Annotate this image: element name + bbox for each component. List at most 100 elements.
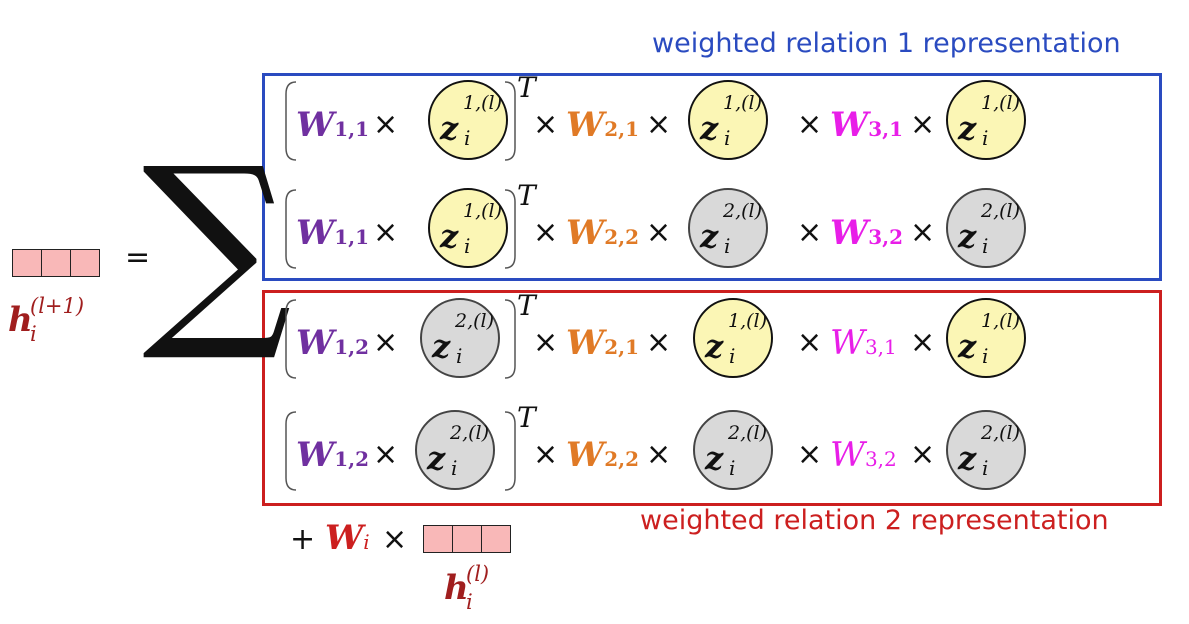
- w-i-term: Wi: [325, 518, 370, 558]
- times-sign: ×: [533, 325, 559, 360]
- w3-term: W3,1: [830, 108, 903, 142]
- times-sign: ×: [797, 437, 823, 472]
- h-subscript: i: [466, 590, 473, 614]
- w1-term-letter: W: [296, 105, 335, 145]
- z-circle-2-superscript: 1,(l): [728, 310, 768, 332]
- times-sign: ×: [373, 325, 399, 360]
- w2-term: W2,1: [566, 108, 639, 142]
- relation-1-caption: weighted relation 1 representation: [652, 28, 1121, 59]
- z-circle-2-superscript: 2,(l): [723, 200, 763, 222]
- w3-term-subscript: 3,1: [868, 117, 903, 141]
- w1-term-subscript: 1,2: [334, 447, 369, 471]
- z-circle-1-z: z: [427, 439, 446, 477]
- h-subscript: i: [30, 322, 37, 346]
- times-sign: ×: [373, 437, 399, 472]
- relation-1-box: [262, 73, 1162, 281]
- times-sign: ×: [910, 107, 936, 142]
- w3-term-letter: W: [830, 323, 865, 363]
- vector-cell: [453, 526, 482, 552]
- transpose-mark: T: [517, 179, 536, 212]
- z-circle-2-z: z: [700, 217, 719, 255]
- z-circle-3-superscript: 1,(l): [981, 92, 1021, 114]
- z-circle-2-subscript: i: [729, 456, 736, 480]
- w1-term: W1,2: [296, 326, 369, 360]
- w1-term-subscript: 1,2: [334, 335, 369, 359]
- w2-term-letter: W: [566, 105, 605, 145]
- z-circle-3-z: z: [958, 439, 977, 477]
- w1-term-letter: W: [296, 323, 335, 363]
- w1-term: W1,1: [296, 216, 369, 250]
- w1-term-subscript: 1,1: [334, 117, 369, 141]
- z-circle-2-subscript: i: [724, 234, 731, 258]
- z-circle-3-z: z: [958, 217, 977, 255]
- z-circle-2-superscript: 1,(l): [723, 92, 763, 114]
- times-sign: ×: [797, 325, 823, 360]
- times-sign: ×: [910, 437, 936, 472]
- vector-cell: [71, 250, 99, 276]
- z-circle-3-z: z: [958, 109, 977, 147]
- z-circle-1-superscript: 1,(l): [463, 200, 503, 222]
- sigma-symbol: ∑: [142, 122, 292, 367]
- relation-2-caption: weighted relation 2 representation: [640, 505, 1109, 536]
- z-circle-3-superscript: 2,(l): [981, 422, 1021, 444]
- z-circle-2-z: z: [705, 327, 724, 365]
- times-sign: ×: [533, 437, 559, 472]
- times-sign: ×: [646, 325, 672, 360]
- z-circle-3-subscript: i: [982, 344, 989, 368]
- z-circle-3-superscript: 2,(l): [981, 200, 1021, 222]
- w2-term-subscript: 2,1: [604, 117, 639, 141]
- w2-term-subscript: 2,2: [604, 225, 639, 249]
- relation-2-box: [262, 290, 1162, 506]
- times-sign: ×: [373, 215, 399, 250]
- w1-term: W1,1: [296, 108, 369, 142]
- times-sign: ×: [646, 215, 672, 250]
- z-circle-1-superscript: 2,(l): [450, 422, 490, 444]
- w2-term-subscript: 2,1: [604, 335, 639, 359]
- vector-cell: [13, 250, 42, 276]
- z-circle-1-subscript: i: [464, 234, 471, 258]
- z-circle-1-subscript: i: [451, 456, 458, 480]
- vector-cell: [42, 250, 71, 276]
- w2-term: W2,2: [566, 438, 639, 472]
- times-sign: ×: [646, 437, 672, 472]
- w1-term-letter: W: [296, 435, 335, 475]
- h-symbol: h: [8, 300, 33, 340]
- transpose-mark: T: [517, 401, 536, 434]
- z-circle-1-z: z: [440, 217, 459, 255]
- w2-term-letter: W: [566, 435, 605, 475]
- z-circle-2-z: z: [705, 439, 724, 477]
- w1-term-subscript: 1,1: [334, 225, 369, 249]
- w3-term-subscript: 3,2: [864, 447, 897, 471]
- w3-term-subscript: 3,2: [868, 225, 903, 249]
- output-vector: [12, 249, 100, 277]
- times-sign: ×: [646, 107, 672, 142]
- times-sign: ×: [373, 107, 399, 142]
- vector-cell: [424, 526, 453, 552]
- w2-term: W2,1: [566, 326, 639, 360]
- equals-sign: =: [125, 240, 151, 275]
- z-circle-3-subscript: i: [982, 456, 989, 480]
- z-circle-1-subscript: i: [456, 344, 463, 368]
- z-circle-1-superscript: 1,(l): [463, 92, 503, 114]
- z-circle-2-z: z: [700, 109, 719, 147]
- times-sign: ×: [910, 215, 936, 250]
- z-circle-3-subscript: i: [982, 126, 989, 150]
- z-circle-2-subscript: i: [724, 126, 731, 150]
- plus-sign: +: [290, 522, 316, 557]
- input-vector: [423, 525, 511, 553]
- z-circle-1-superscript: 2,(l): [455, 310, 495, 332]
- times-sign: ×: [533, 107, 559, 142]
- z-circle-2-subscript: i: [729, 344, 736, 368]
- times-sign: ×: [797, 215, 823, 250]
- w1-term-letter: W: [296, 213, 335, 253]
- w3-term: W3,2: [830, 438, 897, 472]
- h-symbol: h: [444, 568, 469, 608]
- times-sign: ×: [382, 522, 408, 557]
